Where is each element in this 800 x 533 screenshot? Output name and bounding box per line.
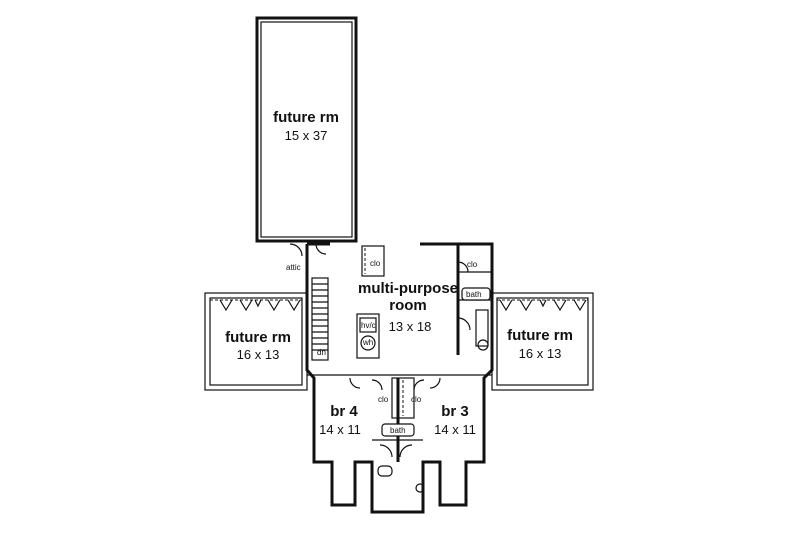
clo-label-right: clo (467, 260, 478, 269)
clo-label-right-center: clo (411, 395, 422, 404)
closet-center (391, 377, 415, 419)
bath-fixtures (377, 287, 491, 493)
multipurpose-name-2: room (389, 297, 427, 314)
future-right-dim: 16 x 13 (519, 346, 562, 361)
multipurpose-dim: 13 x 18 (389, 319, 432, 334)
br4-dim: 14 x 11 (319, 422, 361, 437)
bath-label-top: bath (466, 290, 482, 299)
water-heater-label: wh (362, 338, 373, 347)
br4-name: br 4 (330, 403, 358, 420)
future-top-name: future rm (273, 109, 339, 126)
house-walls (305, 242, 494, 514)
closet-top (361, 245, 385, 277)
br3-dim: 14 x 11 (434, 422, 476, 437)
doors (289, 243, 471, 458)
staircase (311, 277, 329, 361)
attic-label: attic (286, 263, 301, 272)
future-room-top (255, 16, 358, 243)
br3-name: br 3 (441, 403, 469, 420)
future-right-name: future rm (507, 327, 573, 344)
future-left-name: future rm (225, 329, 291, 346)
clo-label-left-center: clo (378, 395, 389, 404)
clo-label-top: clo (370, 259, 381, 268)
stair-dn-label: dn (317, 348, 326, 357)
bath-label-center: bath (390, 426, 406, 435)
multipurpose-name-1: multi-purpose (358, 280, 458, 297)
hvac-label: hv/c (361, 321, 376, 330)
future-left-dim: 16 x 13 (237, 347, 280, 362)
future-top-dim: 15 x 37 (285, 128, 328, 143)
mechanical-closet (356, 313, 380, 359)
